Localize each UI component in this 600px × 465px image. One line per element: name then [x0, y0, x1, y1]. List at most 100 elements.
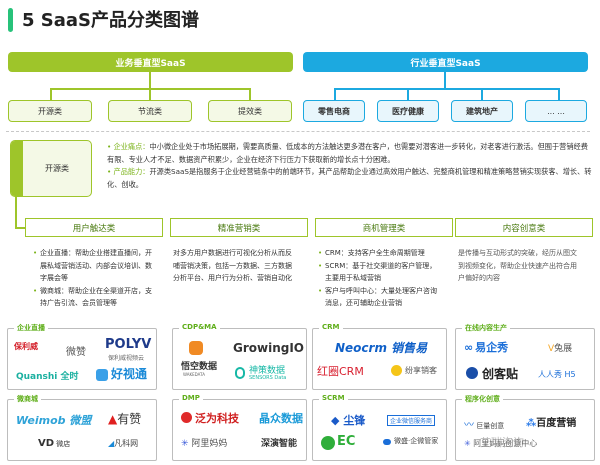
logo-hongquan-crm: 红圈CRM — [317, 365, 364, 378]
connector-line — [15, 197, 17, 228]
chuangkit-icon — [466, 367, 478, 379]
logo-group-scrm: SCRM ◆ 尘锋 企业微信服务商 EC 微盛·企微管家 — [312, 394, 447, 461]
bullet-icon: • — [318, 261, 323, 270]
connector-line — [149, 88, 151, 100]
connector-line — [149, 72, 151, 88]
pain-point-paragraph: • 企业痛点：中小微企业处于市场拓展期，需要高质量、低成本的方法触达更多潜在客户… — [107, 141, 595, 166]
logo-group-label: CDP&MA — [179, 323, 220, 331]
logo-group-label: DMP — [179, 394, 203, 402]
sensors-icon — [235, 367, 245, 379]
logo-fkw: ◢凡科网 — [108, 439, 139, 448]
weisheng-icon — [383, 439, 391, 445]
node-retail-ecommerce: 零售电商 — [303, 100, 365, 122]
logo-wakedata: 悟空数据 — [181, 362, 218, 372]
list-item: •企业直播：帮助企业搭建直播间，开展私域营销活动、内部会议培训、数字展会等 — [33, 247, 158, 285]
node-tixiao: 提效类 — [208, 100, 292, 122]
watermark: 艾瑞咨询 — [480, 436, 524, 449]
logo-alimama-creative: ✳ 阿里妈妈创意中心 — [464, 439, 538, 448]
bullet-icon: • — [33, 249, 38, 257]
eqxiu-icon: ∞ — [464, 341, 474, 354]
alimama-icon: ✳ — [464, 439, 471, 448]
logo-group-live: 企业直播 保利威 微赞 POLYV 保利威视频云 Quanshi 全时 好视通 — [7, 323, 157, 390]
logo-fxiaoke: 纷享销客 — [405, 366, 437, 375]
logo-haoshitong: 好视通 — [96, 365, 147, 382]
product-ability-label: 产品能力： — [113, 167, 150, 176]
logo-juliang: 〰 巨量创意 — [464, 420, 505, 431]
logo-quanshi: Quanshi 全时 — [16, 372, 79, 382]
logo-chuangkit: 创客贴 — [482, 367, 519, 381]
accent-bar — [11, 141, 23, 196]
logo-fanwei: 泛为科技 — [195, 412, 239, 425]
logo-growingio: GrowingIO — [233, 341, 305, 355]
logo-weidian: VD 微店 — [38, 438, 71, 449]
logo-group-label: 微商城 — [14, 394, 41, 404]
logo-group-crm: CRM Neocrm 销售易 红圈CRM 纷享销客 — [312, 323, 447, 390]
kaiyuan-label: 开源类 — [45, 164, 69, 173]
ec-icon — [321, 436, 335, 450]
logo-group-label: SCRM — [319, 394, 348, 402]
title-accent-bar — [8, 8, 13, 32]
logo-chenfeng: ◆ 尘锋 — [331, 414, 366, 427]
logo-alimama: ✳ 阿里妈妈 — [181, 439, 228, 449]
logo-group-content: 在线内容生产 ∞易企秀 ᐯ兔展 创客贴 人人秀 H5 — [455, 323, 595, 390]
list-item: •SCRM：基于社交渠道的客户管理，主要用于私域营销 — [318, 260, 443, 285]
node-kaiyuan: 开源类 — [8, 100, 92, 122]
bullet-icon: • — [318, 249, 323, 257]
content-creative-text: 是传播与互动形式的突破，经历从图文到视频变化，帮助企业快速产出符合用户偏好的内容 — [458, 249, 577, 282]
logo-group-label: 企业直播 — [14, 323, 48, 333]
precision-marketing-text: 对多方用户数据进行可视化分析从而反哺营销决策，包括一方数据、三方数据分析平台、用… — [173, 249, 292, 282]
logo-wecom-partner: 企业微信服务商 — [387, 415, 436, 426]
product-ability-text: 开源类SaaS是指服务于企业经营链条中的前端环节，其产品帮助企业通过高效用户触达… — [107, 167, 592, 189]
logo-sensors-en: SENSORS Data — [249, 375, 287, 381]
logo-group-mall: 微商城 Weimob 微盟 ▲有赞 VD 微店 ◢凡科网 — [7, 394, 157, 461]
logo-group-dmp: DMP 泛为科技 晶众数据 ✳ 阿里妈妈 深演智能 — [172, 394, 307, 461]
logo-rrxiu: 人人秀 H5 — [538, 370, 576, 379]
pain-point-label: 企业痛点： — [113, 142, 150, 151]
logo-eqxiu: ∞易企秀 — [464, 341, 509, 354]
logo-sensors: 神策数据 — [249, 366, 286, 376]
node-healthcare: 医疗健康 — [377, 100, 439, 122]
section-divider — [6, 131, 590, 132]
logo-group-label: 在线内容生产 — [462, 323, 510, 333]
logo-group-cdp: CDP&MA GrowingIO 悟空数据 WAKEDATA 神策数据 SENS… — [172, 323, 307, 390]
weidian-icon: VD — [38, 438, 55, 449]
logo-polyv-cn: 保利威 — [14, 342, 38, 351]
connector-line — [558, 88, 560, 100]
connector-line — [50, 88, 52, 100]
juliang-icon: 〰 — [464, 420, 474, 431]
connector-line — [444, 72, 446, 88]
logo-group-creative: 程序化创意 〰 巨量创意 ⁂百度营销 ✳ 阿里妈妈创意中心 — [455, 394, 595, 461]
connector-line — [407, 88, 409, 100]
node-construction-realestate: 建筑地产 — [451, 100, 513, 122]
logo-weisheng: 微盛·企微管家 — [394, 437, 439, 445]
list-item: •微商城：帮助企业在全渠道开店，支持广告引流、会员管理等 — [33, 285, 158, 310]
business-vertical-saas-node: 业务垂直型SaaS — [8, 52, 293, 72]
node-jieliu: 节流类 — [108, 100, 192, 122]
connector-line — [249, 88, 251, 100]
logo-ec: EC — [337, 434, 356, 449]
connector-line — [481, 88, 483, 100]
logo-baidu-marketing: ⁂百度营销 — [526, 418, 577, 429]
logo-weizan: 微赞 — [66, 347, 86, 358]
logo-tuzhan: ᐯ兔展 — [548, 344, 573, 354]
logo-shenyan: 深演智能 — [261, 439, 298, 449]
bullet-icon: • — [33, 286, 38, 295]
opportunity-management-list: •CRM：支持客户全生命周期管理 •SCRM：基于社交渠道的客户管理，主要用于私… — [318, 247, 443, 310]
logo-group-label: CRM — [319, 323, 343, 331]
logo-neocrm: Neocrm 销售易 — [335, 341, 428, 355]
haoshitong-icon — [96, 368, 108, 381]
chenfeng-icon: ◆ — [331, 414, 340, 427]
industry-vertical-saas-node: 行业垂直型SaaS — [303, 52, 588, 72]
fkw-icon: ◢ — [108, 439, 115, 448]
logo-polyv-tagline: 保利威视频云 — [108, 355, 145, 362]
category-opportunity-management: 商机管理类 — [315, 218, 453, 237]
alimama-icon: ✳ — [181, 439, 189, 449]
node-more: ... ... — [525, 100, 587, 122]
connector-line — [334, 88, 559, 90]
connector-line — [15, 227, 25, 229]
connector-line — [334, 88, 336, 100]
logo-polyv: POLYV — [105, 337, 152, 352]
list-item: •CRM：支持客户全生命周期管理 — [318, 247, 443, 260]
bullet-icon: • — [107, 142, 114, 151]
kaiyuan-description: • 企业痛点：中小微企业处于市场拓展期，需要高质量、低成本的方法触达更多潜在客户… — [107, 141, 595, 191]
